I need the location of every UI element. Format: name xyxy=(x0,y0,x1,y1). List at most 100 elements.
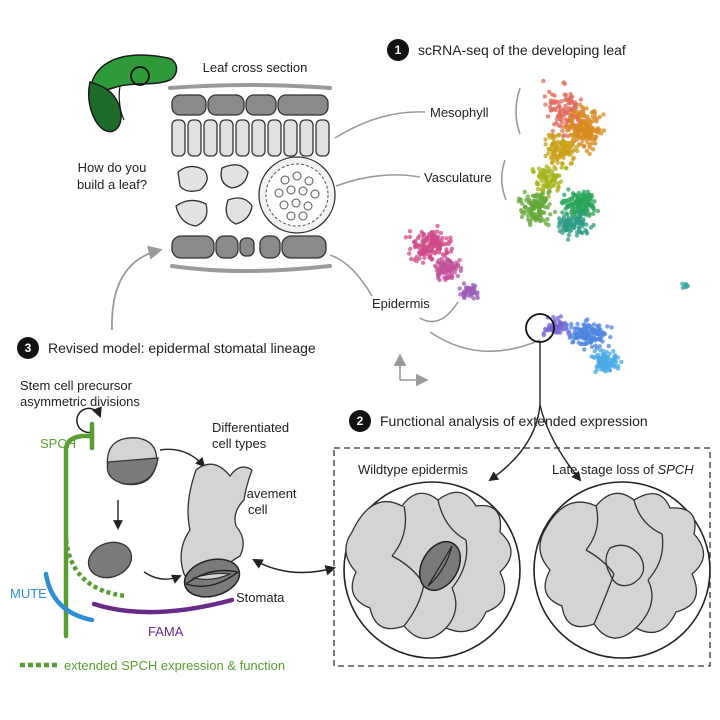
umap-point xyxy=(582,113,587,118)
umap-point xyxy=(575,321,580,327)
wildtype-epidermis xyxy=(343,481,521,659)
umap-point xyxy=(407,251,412,256)
umap-point xyxy=(545,205,550,210)
umap-point xyxy=(436,246,441,251)
umap-point xyxy=(564,166,569,171)
umap-axes-icon xyxy=(393,353,429,387)
umap-point xyxy=(532,204,537,209)
umap-point xyxy=(526,200,531,205)
umap-point xyxy=(585,139,590,145)
umap-point xyxy=(592,128,597,133)
extended-spch-dashed xyxy=(63,539,127,599)
umap-point xyxy=(546,194,551,199)
umap-point xyxy=(563,103,568,109)
leaf-cross-section-title: Leaf cross section xyxy=(203,60,308,75)
spch-regulator xyxy=(63,421,95,639)
umap-point xyxy=(575,194,581,199)
umap-point xyxy=(549,101,554,106)
loop-arrow xyxy=(111,245,163,331)
step-3-number: 3 xyxy=(25,341,32,355)
umap-point xyxy=(455,262,461,267)
umap-point xyxy=(555,114,561,119)
mute-regulator xyxy=(43,571,95,623)
umap-point xyxy=(588,336,593,341)
umap-point xyxy=(558,330,563,335)
umap-point xyxy=(530,167,535,172)
umap-point xyxy=(540,168,545,173)
umap-plot xyxy=(403,78,690,375)
umap-point xyxy=(560,201,566,206)
umap-point xyxy=(589,133,594,138)
umap-point xyxy=(442,269,447,274)
umap-point xyxy=(525,194,530,199)
umap-point xyxy=(549,324,554,330)
umap-point xyxy=(444,250,450,256)
umap-point xyxy=(591,322,597,327)
comparison-panel xyxy=(333,447,711,667)
umap-point xyxy=(592,349,597,354)
umap-point xyxy=(536,204,541,210)
umap-point xyxy=(596,352,601,357)
umap-point xyxy=(407,234,413,240)
umap-point xyxy=(556,102,562,108)
legend-text: extended SPCH expression & function xyxy=(64,658,285,673)
umap-point xyxy=(553,180,558,185)
umap-point xyxy=(526,213,531,218)
zoom-circle xyxy=(130,66,150,86)
umap-point xyxy=(580,219,586,224)
umap-point xyxy=(565,203,570,208)
self-renewal-arrow xyxy=(76,406,102,434)
umap-point xyxy=(546,191,551,196)
umap-point xyxy=(587,118,592,124)
umap-point xyxy=(600,330,605,335)
umap-point xyxy=(581,197,586,202)
umap-point xyxy=(570,110,575,116)
umap-point xyxy=(571,155,576,160)
umap-point xyxy=(562,92,567,97)
umap-point xyxy=(584,198,590,204)
stomata-label: Stomata xyxy=(236,590,285,605)
umap-point xyxy=(550,128,555,134)
umap-point xyxy=(605,324,610,329)
umap-point xyxy=(565,237,571,242)
umap-point xyxy=(531,214,536,219)
umap-point xyxy=(569,217,574,222)
compare-arrow xyxy=(252,558,337,576)
umap-point xyxy=(557,319,562,324)
umap-point xyxy=(572,210,577,215)
umap-point xyxy=(432,233,437,238)
umap-point xyxy=(564,322,569,328)
umap-point xyxy=(442,264,447,269)
umap-point xyxy=(559,165,564,170)
umap-point xyxy=(593,343,598,348)
umap-point xyxy=(571,225,577,231)
umap-point xyxy=(538,187,544,192)
umap-point xyxy=(576,126,581,132)
umap-point xyxy=(539,194,544,200)
umap-point xyxy=(597,323,602,328)
umap-point xyxy=(597,344,602,349)
umap-point xyxy=(543,137,548,142)
umap-point xyxy=(575,133,581,138)
umap-point xyxy=(438,267,443,272)
umap-point xyxy=(598,348,603,353)
umap-point xyxy=(569,120,575,125)
umap-point xyxy=(537,218,543,223)
umap-point xyxy=(544,183,550,188)
umap-point xyxy=(579,135,584,140)
umap-point xyxy=(566,106,571,111)
umap-point xyxy=(562,192,567,197)
step-1-number: 1 xyxy=(395,43,402,57)
umap-point xyxy=(403,235,409,240)
leaf-cross-section xyxy=(168,83,336,273)
step-2: 2 Functional analysis of extended expres… xyxy=(349,410,648,432)
umap-point xyxy=(572,100,578,105)
umap-point xyxy=(560,128,565,134)
umap-point xyxy=(585,203,590,208)
umap-point xyxy=(556,132,561,138)
umap-point xyxy=(457,286,462,291)
umap-point xyxy=(608,362,613,367)
umap-point xyxy=(570,116,575,121)
umap-point xyxy=(595,336,600,342)
umap-point xyxy=(428,242,433,247)
